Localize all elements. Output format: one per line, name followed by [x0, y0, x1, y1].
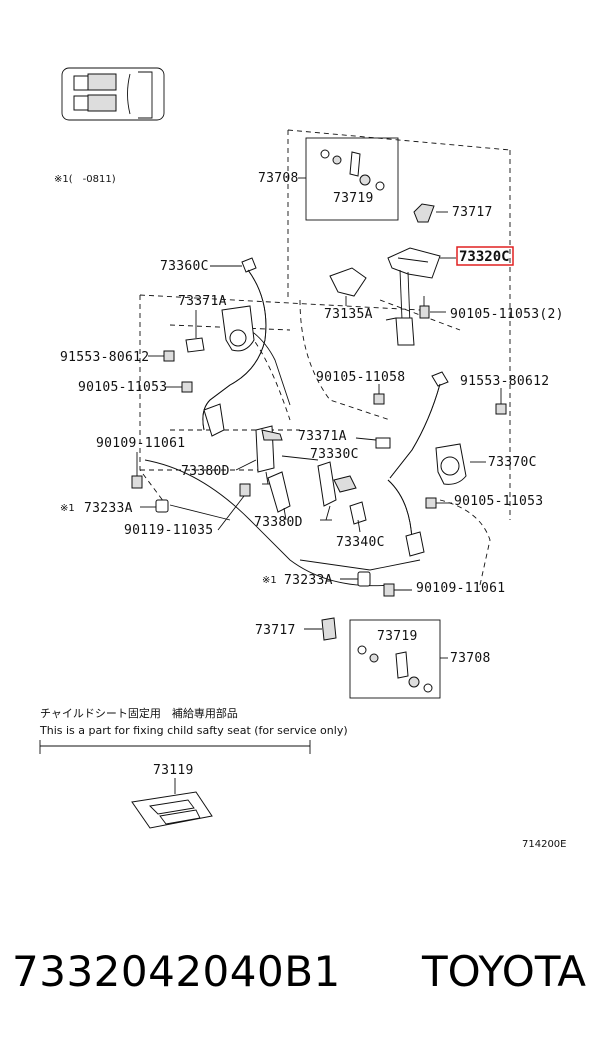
buckle-center-lower: [267, 471, 291, 521]
anchor-cover-center: [355, 437, 391, 449]
ref-mark-left: ※1: [60, 503, 75, 514]
label-73135a: 73135A: [324, 307, 373, 322]
buckle-left: [255, 425, 283, 485]
bolt-right-lower: [425, 497, 452, 509]
part-number: 7332042040B1: [12, 947, 341, 996]
label-73719-lower: 73719: [377, 629, 418, 644]
label-90109-11061-right: 90109-11061: [416, 581, 505, 596]
bolt-floor-center: [217, 483, 251, 531]
label-73380d-upper: 73380D: [181, 464, 230, 479]
right-outer-belt: [387, 371, 486, 557]
bolt-left-lower: [166, 381, 193, 393]
label-90105-11053-2: 90105-11053(2): [450, 307, 564, 322]
label-73371a-center: 73371A: [298, 429, 347, 444]
label-73380d-lower: 73380D: [254, 515, 303, 530]
label-73708-upper: 73708: [258, 171, 299, 186]
label-90105-11058: 90105-11058: [316, 370, 405, 385]
label-91553-80612-left: 91553-80612: [60, 350, 149, 365]
left-outer-belt: [202, 257, 267, 437]
highlight-box: [456, 246, 514, 266]
label-73320c-highlighted: 73320C: [459, 249, 510, 265]
label-73330c: 73330C: [310, 447, 359, 462]
bolt-center-lower: [373, 384, 385, 405]
lower-anchor-kit: [349, 619, 448, 699]
label-73717-upper: 73717: [452, 205, 493, 220]
figure-code: 714200E: [522, 839, 567, 850]
bolt-center: [419, 296, 446, 319]
label-73371a-left: 73371A: [178, 294, 227, 309]
label-90105-11053-right: 90105-11053: [454, 494, 543, 509]
center-belt-retractor: [385, 247, 456, 346]
center-buckle: [281, 455, 357, 521]
child-seat-note-jp: チャイルドシート固定用 補給専用部品: [40, 706, 238, 720]
label-73119: 73119: [153, 763, 194, 778]
brand-name: TOYOTA: [422, 947, 586, 996]
label-73233a-right: 73233A: [284, 573, 333, 588]
bolt-left-upper: [148, 350, 175, 362]
buckle-bracket: [329, 267, 367, 297]
upper-anchor-kit: [298, 137, 399, 221]
bolt-left-floor: [131, 452, 143, 489]
bolt-right-upper: [495, 388, 507, 415]
label-90109-11061-left: 90109-11061: [96, 436, 185, 451]
label-73708-lower: 73708: [450, 651, 491, 666]
cover-right: [357, 571, 371, 587]
cover-left: [155, 499, 169, 513]
label-73370c: 73370C: [488, 455, 537, 470]
child-seat-note-en: This is a part for fixing child safty se…: [39, 724, 348, 737]
label-90105-11053-left: 90105-11053: [78, 380, 167, 395]
label-73717-lower: 73717: [255, 623, 296, 638]
belt-cover-lower: [321, 617, 337, 641]
ref-mark-right: ※1: [262, 575, 277, 586]
child-seat-anchor: [131, 791, 213, 829]
label-90119-11035: 90119-11035: [124, 523, 213, 538]
buckle-right: [349, 501, 367, 533]
anchor-cover-left: [185, 337, 205, 353]
label-73360c: 73360C: [160, 259, 209, 274]
vehicle-locator-icon: [61, 67, 165, 121]
body-outline: [139, 129, 511, 520]
bolt-right-floor: [383, 583, 412, 597]
part-footer: 7332042040B1 TOYOTA: [0, 935, 600, 1015]
applicability-note: ※1( -0811): [54, 174, 116, 185]
label-91553-80612-right: 91553-80612: [460, 374, 549, 389]
belt-cover-upper: [413, 203, 435, 223]
label-73233a-left: 73233A: [84, 501, 133, 516]
label-73340c: 73340C: [336, 535, 385, 550]
label-73719-upper: 73719: [333, 191, 374, 206]
